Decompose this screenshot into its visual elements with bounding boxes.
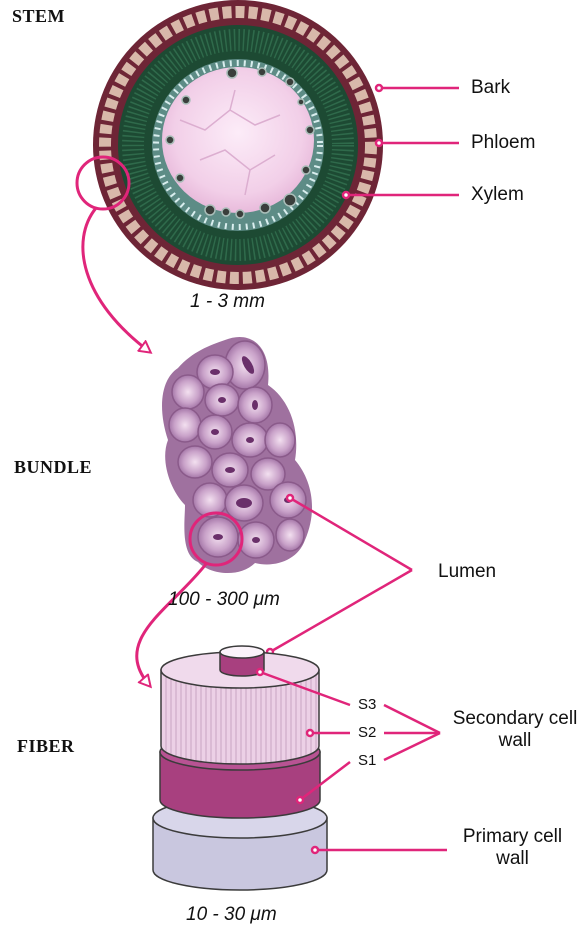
stem-pith	[162, 67, 314, 213]
label-secondary-cell-wall: Secondary cell wall	[450, 708, 580, 752]
bark-pointer-dot	[376, 85, 382, 91]
label-phloem: Phloem	[471, 133, 535, 152]
fiber-bundle	[162, 337, 312, 573]
label-s1: S1	[358, 753, 376, 768]
s1-pointer-dot	[297, 797, 303, 803]
phloem-pointer-dot	[376, 140, 382, 146]
label-s3: S3	[358, 697, 376, 712]
scale-fiber: 10 - 30 μm	[186, 905, 277, 924]
label-bark: Bark	[471, 78, 510, 97]
section-title-stem: STEM	[12, 7, 65, 25]
s3-pointer-dot	[257, 669, 263, 675]
s2-pointer-dot	[307, 730, 313, 736]
label-primary-cell-wall: Primary cell wall	[455, 826, 570, 870]
scale-stem: 1 - 3 mm	[190, 292, 265, 311]
s3-layer-top	[220, 646, 264, 658]
scale-bundle: 100 - 300 μm	[168, 590, 280, 609]
stem-cross-section	[93, 0, 383, 290]
label-xylem: Xylem	[471, 185, 524, 204]
section-title-fiber: FIBER	[17, 737, 75, 755]
bundle-lumen-dot	[287, 495, 293, 501]
label-s2: S2	[358, 725, 376, 740]
label-lumen: Lumen	[438, 562, 496, 581]
fiber-cylinder	[153, 646, 327, 890]
section-title-bundle: BUNDLE	[14, 458, 92, 476]
primary-pointer-dot	[312, 847, 318, 853]
xylem-pointer-dot	[343, 192, 349, 198]
